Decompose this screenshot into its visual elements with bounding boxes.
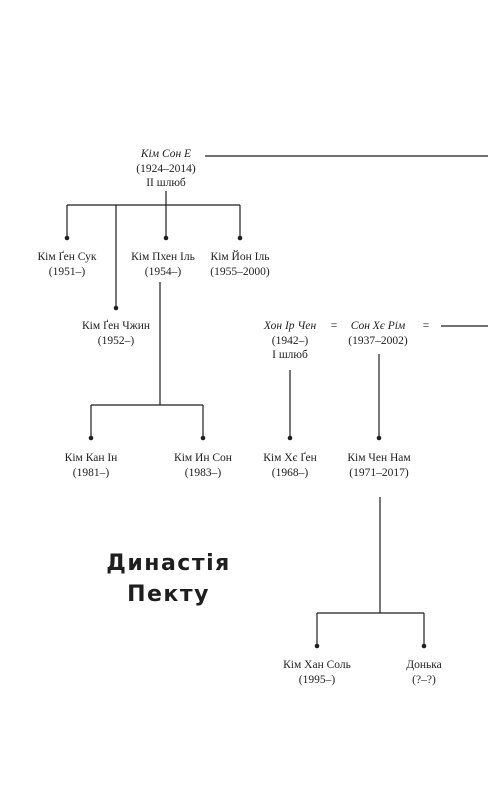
person-dates: (1924–2014) [136, 162, 196, 175]
person-marriage-note: І шлюб [272, 349, 308, 361]
connector-endpoints [64, 235, 427, 649]
person-name: Кім Сон Е [140, 148, 192, 160]
person-kim-khan-sol: Кім Хан Соль (1995–) [283, 658, 351, 687]
person-dates: (1952–) [97, 334, 135, 347]
person-dates: (?–?) [412, 673, 436, 686]
person-kim-yn-son: Кім Ин Сон (1983–) [174, 451, 232, 480]
person-name: Кім Ґен Чжин [81, 320, 151, 332]
dot-kim-khe-gen [287, 435, 293, 441]
dynasty-title-line-1: Династія [106, 551, 231, 576]
person-name: Кім Чен Нам [347, 452, 411, 464]
dot-kim-phen-il [163, 235, 169, 241]
dot-kim-gen-chzhyn [113, 305, 119, 311]
person-dates: (1971–2017) [349, 466, 409, 479]
dot-kim-khan-sol [314, 643, 320, 649]
dynasty-title-line-2: Пекту [127, 582, 210, 607]
person-name: Кім Ин Сон [174, 452, 232, 464]
marriage-sign: = [422, 320, 430, 332]
person-name: Сон Хє Рім [350, 320, 406, 332]
person-dates: (1995–) [298, 673, 336, 686]
person-son-khe-rim: Сон Хє Рім (1937–2002) [348, 319, 407, 348]
person-marriage-note: ІІ шлюб [146, 177, 186, 189]
person-dates: (1968–) [271, 466, 309, 479]
person-dates: (1951–) [48, 265, 86, 278]
dot-kim-gen-suk [64, 235, 70, 241]
dot-kim-yn-son [200, 435, 206, 441]
marriage-sign: = [330, 320, 338, 332]
person-kim-phen-il: Кім Пхен Іль (1954–) [131, 250, 195, 279]
person-dates: (1942–) [271, 334, 309, 347]
person-kim-yon-il: Кім Йон Іль (1955–2000) [210, 250, 269, 279]
person-kim-kan-in: Кім Кан Ін (1981–) [65, 451, 118, 480]
person-kim-son-e: Кім Сон Е (1924–2014) ІІ шлюб [136, 147, 195, 191]
dot-kim-yon-il [237, 235, 243, 241]
person-dates: (1983–) [184, 466, 222, 479]
person-kim-khe-gen: Кім Хє Ґен (1968–) [263, 451, 317, 480]
person-name: Кім Йон Іль [210, 251, 270, 263]
person-name: Донька [406, 659, 442, 671]
person-kim-chen-nam: Кім Чен Нам (1971–2017) [347, 451, 410, 480]
person-hon-ir-chen: Хон Ір Чен (1942–) І шлюб [264, 319, 316, 363]
dot-kim-kan-in [88, 435, 94, 441]
person-dates: (1937–2002) [348, 334, 408, 347]
dot-kim-chen-nam [376, 435, 382, 441]
person-name: Кім Хє Ґен [263, 452, 317, 464]
person-name: Кім Хан Соль [283, 659, 351, 671]
person-name: Хон Ір Чен [263, 320, 317, 332]
person-kim-gen-suk: Кім Ґен Сук (1951–) [37, 250, 96, 279]
person-dates: (1981–) [72, 466, 110, 479]
person-name: Кім Кан Ін [64, 452, 118, 464]
person-name: Кім Ґен Сук [37, 251, 97, 263]
person-dates: (1954–) [144, 265, 182, 278]
person-donka: Донька (?–?) [406, 658, 442, 687]
person-dates: (1955–2000) [210, 265, 270, 278]
person-name: Кім Пхен Іль [131, 251, 195, 263]
dynasty-title: Династія Пекту [96, 548, 241, 610]
person-kim-gen-chzhyn: Кім Ґен Чжин (1952–) [82, 319, 150, 348]
dot-donka [421, 643, 427, 649]
